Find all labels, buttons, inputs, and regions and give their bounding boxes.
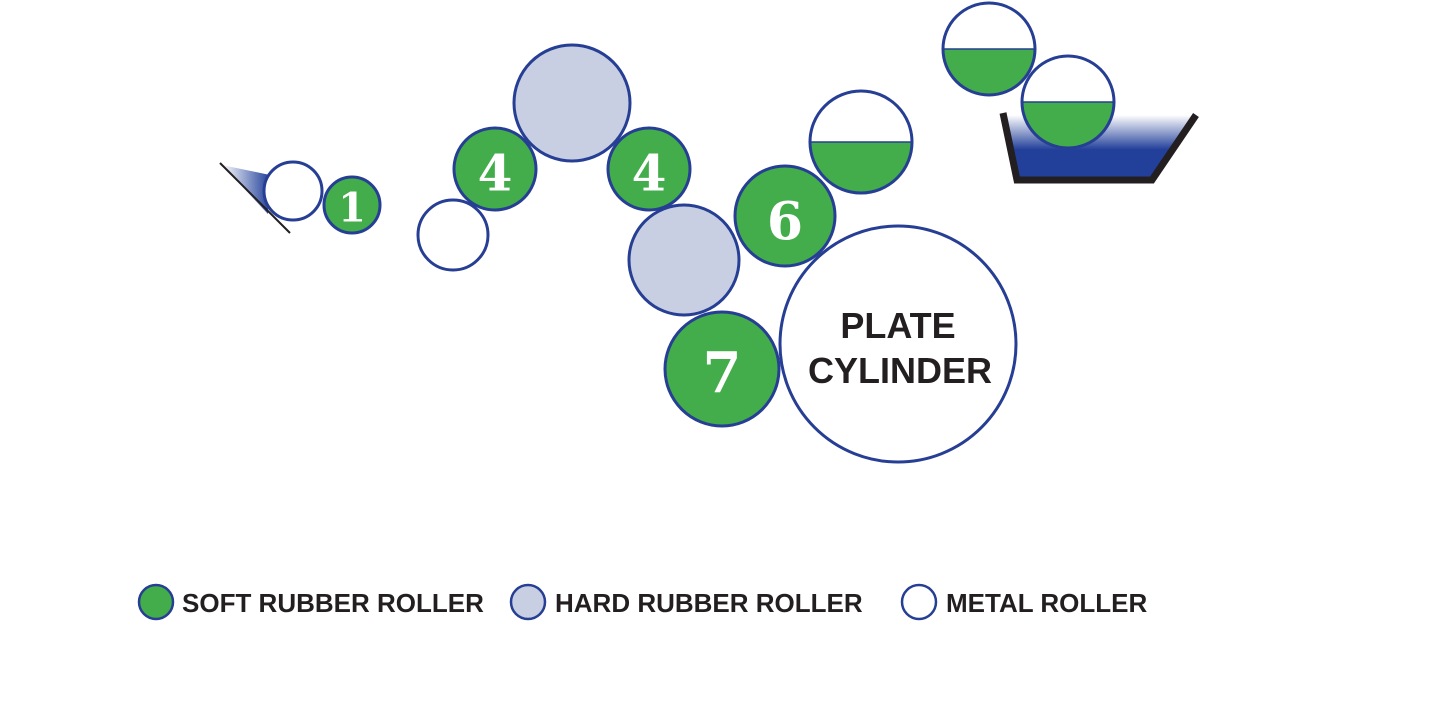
soft-roller-4-left: 4 [452, 126, 538, 212]
plate-cylinder-line1: PLATE [840, 305, 955, 346]
soft-roller-6: 6 [733, 164, 837, 268]
legend: SOFT RUBBER ROLLER HARD RUBBER ROLLER ME… [137, 583, 1147, 621]
legend-soft-swatch [137, 583, 175, 621]
legend-soft-label: SOFT RUBBER ROLLER [182, 588, 484, 618]
metal-roller-blade [262, 160, 324, 222]
soft-roller-1: 1 [322, 175, 382, 235]
legend-hard-rubber: HARD RUBBER ROLLER [509, 583, 863, 621]
roller-7-label: 7 [703, 340, 742, 406]
legend-metal-swatch [900, 583, 938, 621]
plate-cylinder-line2: CYLINDER [808, 350, 992, 391]
roller-4-right-label: 4 [632, 144, 667, 203]
plate-cylinder: PLATE CYLINDER [778, 224, 1018, 464]
legend-metal-label: METAL ROLLER [946, 588, 1147, 618]
doctor-blade [219, 162, 291, 234]
roller-4-left-label: 4 [478, 144, 513, 203]
soft-roller-7: 7 [663, 310, 781, 428]
fountain-roller-upper [941, 1, 1037, 97]
legend-hard-swatch [509, 583, 547, 621]
hard-rubber-roller-mid [627, 203, 741, 317]
hard-rubber-roller-top [512, 43, 632, 163]
soft-roller-4-right: 4 [606, 126, 692, 212]
legend-soft-rubber: SOFT RUBBER ROLLER [137, 583, 484, 621]
roller-1-label: 1 [338, 185, 366, 232]
metal-roller-left [416, 198, 490, 272]
legend-metal: METAL ROLLER [900, 583, 1147, 621]
legend-hard-label: HARD RUBBER ROLLER [555, 588, 863, 618]
roller-6-label: 6 [767, 192, 803, 253]
